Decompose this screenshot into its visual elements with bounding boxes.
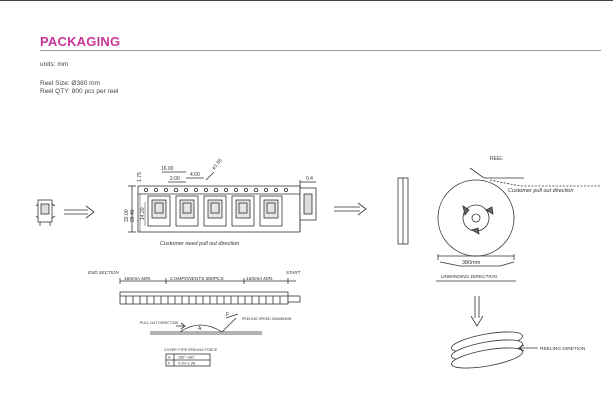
tape-pull-caption: Customer need pull out direction [160, 241, 239, 247]
force-table [165, 353, 211, 367]
arrow-down-icon [470, 296, 484, 327]
dim-pocket: 14.20 [140, 207, 146, 220]
dim-edge: 1.75 [137, 172, 143, 182]
component-icon [35, 199, 56, 226]
segment-end: 160mm MIN. [124, 276, 151, 282]
reel-qty-text: Reel QTY: 800 pcs per reel [40, 88, 119, 95]
dim-hole-offset: 2.00 [170, 176, 180, 182]
force-label: F [226, 312, 229, 318]
title-divider [40, 50, 601, 51]
angle-label: A [198, 326, 202, 332]
force-table-value: 165°~180° [178, 356, 196, 360]
arrow-icon [64, 205, 95, 219]
start-label: START [286, 270, 302, 275]
reel-side-view [397, 177, 409, 245]
dim-hole-pitch: 4.00 [190, 172, 200, 178]
force-table-key: A [168, 356, 171, 360]
segment-components: COMPONENTS 800PCS [170, 276, 224, 282]
carrier-tape [128, 171, 301, 233]
pull-out-direction-label: PULL OUT DIRECTION [140, 321, 179, 325]
peeling-speed-label: PEELING SPEED 300MM/MIN [242, 317, 292, 321]
reel-diameter: 380mm [462, 260, 481, 266]
dim-pocket-width: 28.40 [130, 209, 136, 222]
tape-side-view [299, 181, 317, 221]
reel-label: REEL [490, 156, 503, 162]
reel-size-text: Reel Size: Ø380 mm [40, 80, 100, 87]
reel-front-view [436, 167, 600, 282]
peeling-diagram [150, 313, 262, 335]
unwinding-label: UNWINDING DIRECTION [441, 274, 497, 280]
top-border [0, 0, 613, 1]
force-table-key: F [168, 362, 171, 366]
page-title: PACKAGING [40, 34, 121, 49]
units-text: units: mm [40, 61, 69, 68]
force-table-title: COVER TYPE PEELING FORCE [164, 348, 218, 352]
reel-stack [451, 331, 538, 369]
arrow-icon [334, 202, 367, 216]
segment-start: 160mm MIN. [246, 276, 273, 282]
dim-thickness: 0.4 [306, 176, 313, 182]
force-table-value: 0.1N~1.3N [178, 362, 196, 366]
section-strip [119, 278, 301, 305]
reel-pull-caption: Customer pull out direction [508, 188, 573, 194]
reeling-label: REELING DIRETION [540, 346, 586, 352]
dim-pitch: 16.00 [161, 166, 174, 172]
end-section-label: END SECTION [88, 270, 120, 275]
dim-hole-dia: ø1.55 [211, 157, 224, 171]
dim-width: 32.00 [124, 209, 130, 222]
